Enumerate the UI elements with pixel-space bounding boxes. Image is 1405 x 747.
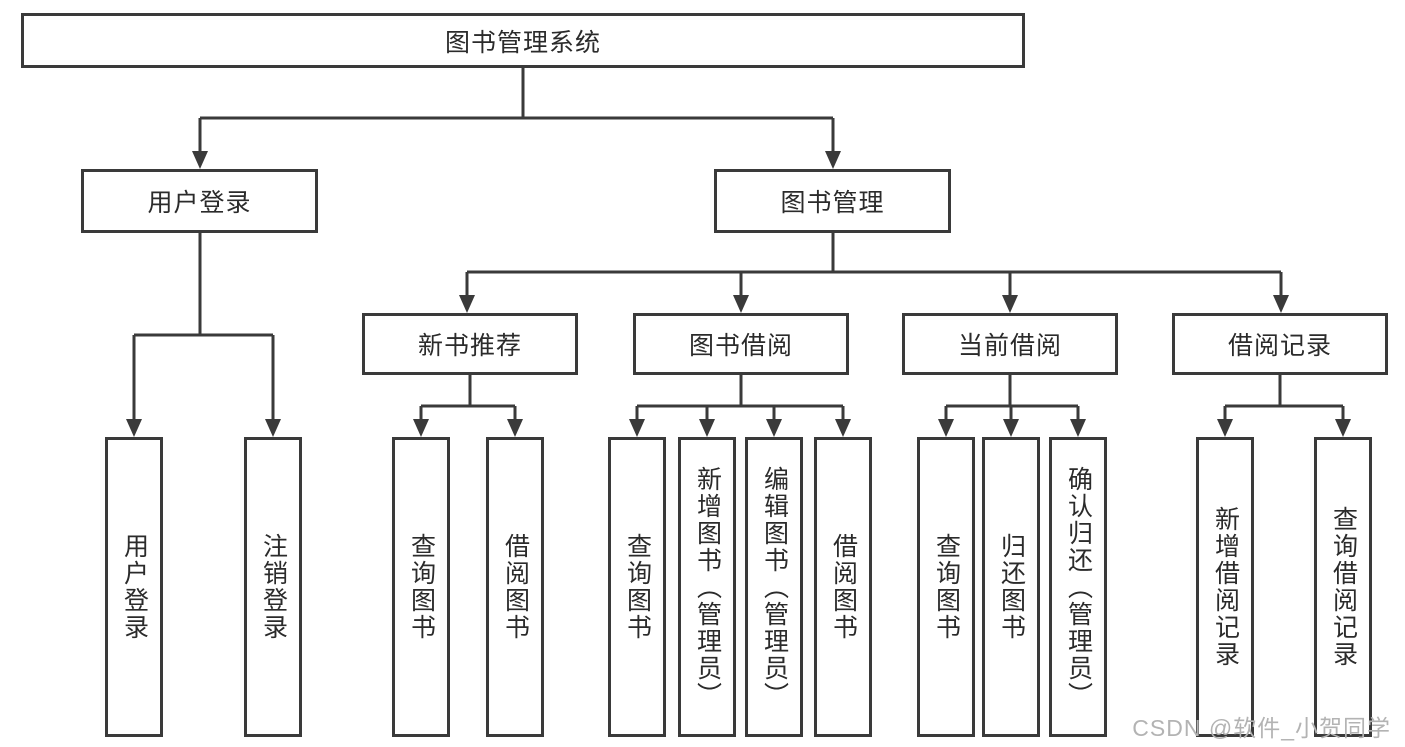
node-book-management-label: 图书管理 <box>780 189 885 217</box>
leaf-query-books-3: 查询图书 <box>917 437 975 737</box>
node-book-management: 图书管理 <box>714 169 951 233</box>
node-user-login-label: 用户登录 <box>147 189 252 217</box>
node-borrowing-records-label: 借阅记录 <box>1227 332 1332 360</box>
node-new-book-recommend: 新书推荐 <box>362 313 578 375</box>
leaf-confirm-return-admin-label: 确认归还（管理员） <box>1064 465 1093 709</box>
leaf-borrow-books-2-label: 借阅图书 <box>829 533 858 641</box>
node-root: 图书管理系统 <box>21 13 1025 68</box>
leaf-borrow-books-1: 借阅图书 <box>486 437 544 737</box>
node-borrowing-records: 借阅记录 <box>1172 313 1388 375</box>
leaf-query-books-1-label: 查询图书 <box>407 533 436 641</box>
leaf-return-books: 归还图书 <box>982 437 1040 737</box>
leaf-edit-books-admin: 编辑图书（管理员） <box>745 437 803 737</box>
leaf-borrow-books-2: 借阅图书 <box>814 437 872 737</box>
leaf-query-books-1: 查询图书 <box>392 437 450 737</box>
node-book-borrowing: 图书借阅 <box>633 313 849 375</box>
leaf-query-borrow-record: 查询借阅记录 <box>1314 437 1372 737</box>
leaf-logout-label: 注销登录 <box>259 533 288 641</box>
leaf-edit-books-admin-label: 编辑图书（管理员） <box>760 465 789 709</box>
leaf-user-login: 用户登录 <box>105 437 163 737</box>
leaf-query-books-3-label: 查询图书 <box>932 533 961 641</box>
leaf-add-borrow-record: 新增借阅记录 <box>1196 437 1254 737</box>
leaf-query-borrow-record-label: 查询借阅记录 <box>1329 506 1358 668</box>
node-user-login: 用户登录 <box>81 169 318 233</box>
leaf-query-books-2: 查询图书 <box>608 437 666 737</box>
node-current-borrowing: 当前借阅 <box>902 313 1118 375</box>
leaf-add-books-admin-label: 新增图书（管理员） <box>693 465 722 709</box>
node-new-book-recommend-label: 新书推荐 <box>417 332 522 360</box>
leaf-add-borrow-record-label: 新增借阅记录 <box>1211 506 1240 668</box>
leaf-user-login-label: 用户登录 <box>120 533 149 641</box>
leaf-return-books-label: 归还图书 <box>997 533 1026 641</box>
leaf-logout: 注销登录 <box>244 437 302 737</box>
leaf-query-books-2-label: 查询图书 <box>623 533 652 641</box>
leaf-borrow-books-1-label: 借阅图书 <box>501 533 530 641</box>
node-book-borrowing-label: 图书借阅 <box>688 332 793 360</box>
leaf-confirm-return-admin: 确认归还（管理员） <box>1049 437 1107 737</box>
leaf-add-books-admin: 新增图书（管理员） <box>678 437 736 737</box>
node-current-borrowing-label: 当前借阅 <box>957 332 1062 360</box>
node-root-label: 图书管理系统 <box>444 28 601 57</box>
csdn-watermark: CSDN @软件_小贺同学 <box>1132 715 1391 741</box>
